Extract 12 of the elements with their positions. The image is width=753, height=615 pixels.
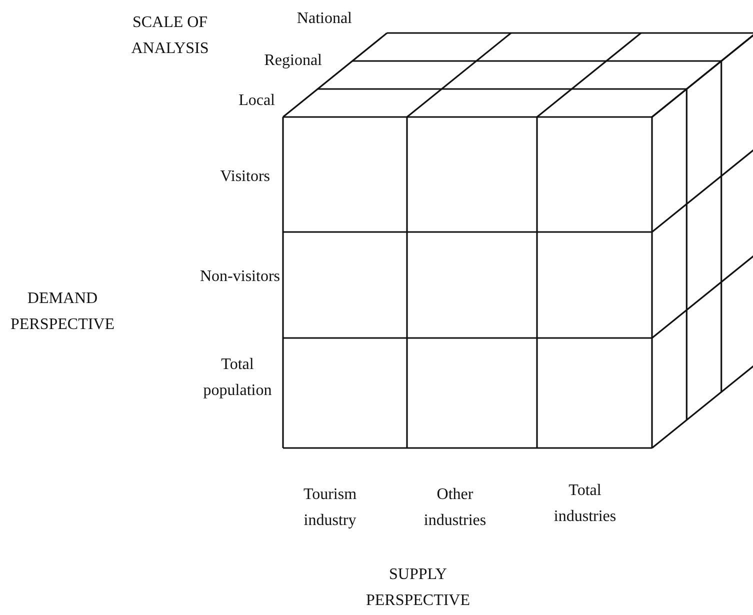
axis-title: SCALE OF ANALYSIS <box>130 13 210 59</box>
column-label: Other industries <box>422 485 488 531</box>
row-label: Non-visitors <box>199 267 280 287</box>
axis-title: SUPPLY PERSPECTIVE <box>364 565 471 611</box>
row-label: Visitors <box>219 167 270 187</box>
depth-label: National <box>296 9 352 29</box>
axis-title: DEMAND PERSPECTIVE <box>9 289 116 335</box>
row-label: Total population <box>202 355 273 401</box>
column-label: Tourism industry <box>302 485 358 531</box>
depth-label: Local <box>238 91 275 111</box>
column-label: Total industries <box>552 481 618 527</box>
depth-label: Regional <box>263 51 322 71</box>
